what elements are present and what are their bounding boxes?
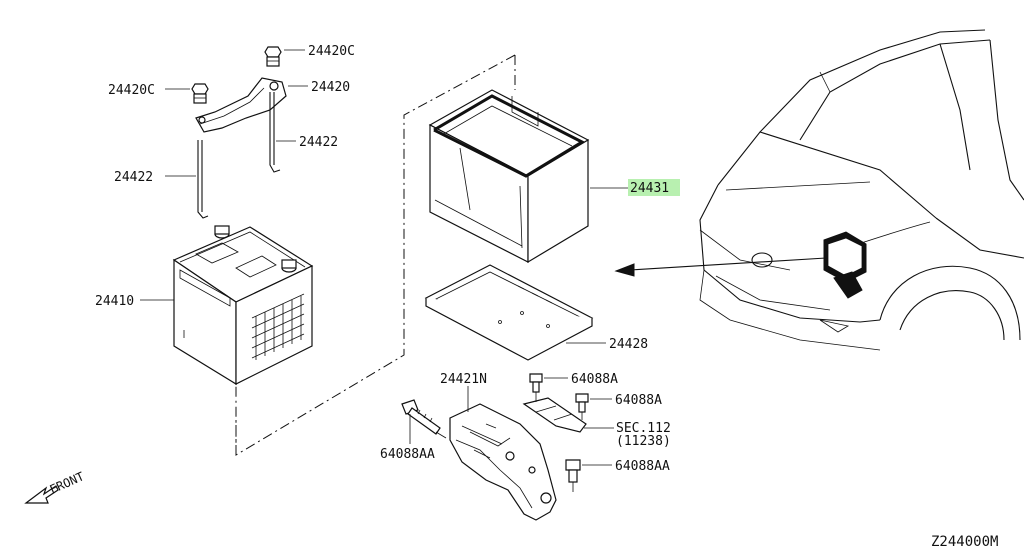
label-sec-112[interactable]: SEC.112 [616, 421, 671, 436]
bolt-64088aa-left[interactable] [401, 399, 447, 439]
front-arrow-icon [24, 485, 59, 504]
label-24422-right[interactable]: 24422 [299, 135, 338, 150]
battery-cell-grid [251, 293, 305, 360]
rod-24422-right[interactable] [269, 92, 281, 173]
bolt-64088a-lower[interactable] [575, 393, 589, 420]
label-64088a-2[interactable]: 64088A [615, 393, 662, 408]
label-24420c-top[interactable]: 24420C [308, 44, 355, 59]
vehicle-front-view [699, 29, 1024, 351]
label-24421n[interactable]: 24421N [440, 372, 487, 387]
label-24420[interactable]: 24420 [311, 80, 350, 95]
bolt-64088aa-right[interactable] [565, 459, 581, 492]
label-64088aa-right[interactable]: 64088AA [615, 459, 670, 474]
battery-24410[interactable] [172, 225, 314, 386]
label-64088aa-left[interactable]: 64088AA [380, 447, 435, 462]
label-24422-left[interactable]: 24422 [114, 170, 153, 185]
vehicle-battery-location [823, 231, 867, 299]
label-24428[interactable]: 24428 [609, 337, 648, 352]
nut-24420c-left[interactable] [191, 83, 209, 104]
label-24410[interactable]: 24410 [95, 294, 134, 309]
label-24431[interactable]: 24431 [630, 181, 669, 196]
label-sec-112-sub[interactable]: (11238) [616, 434, 671, 449]
bracket-24421n[interactable] [449, 403, 557, 521]
plate-sec-112[interactable] [522, 397, 587, 433]
nut-24420c-top[interactable] [264, 46, 282, 67]
battery-tray-24428[interactable] [424, 264, 594, 361]
label-24420c-left[interactable]: 24420C [108, 83, 155, 98]
location-arrow [614, 257, 827, 277]
assembly-dashed-outline [235, 54, 516, 456]
battery-case-24431[interactable] [428, 89, 590, 264]
highlight-24431 [628, 179, 680, 196]
rod-24422-left[interactable] [197, 140, 209, 219]
battery-frame-24420[interactable] [195, 77, 287, 133]
label-64088a-1[interactable]: 64088A [571, 372, 618, 387]
diagram-code: Z244000M [931, 534, 998, 550]
front-label: FRONT [48, 469, 87, 496]
bolt-64088a-upper[interactable] [529, 373, 543, 402]
